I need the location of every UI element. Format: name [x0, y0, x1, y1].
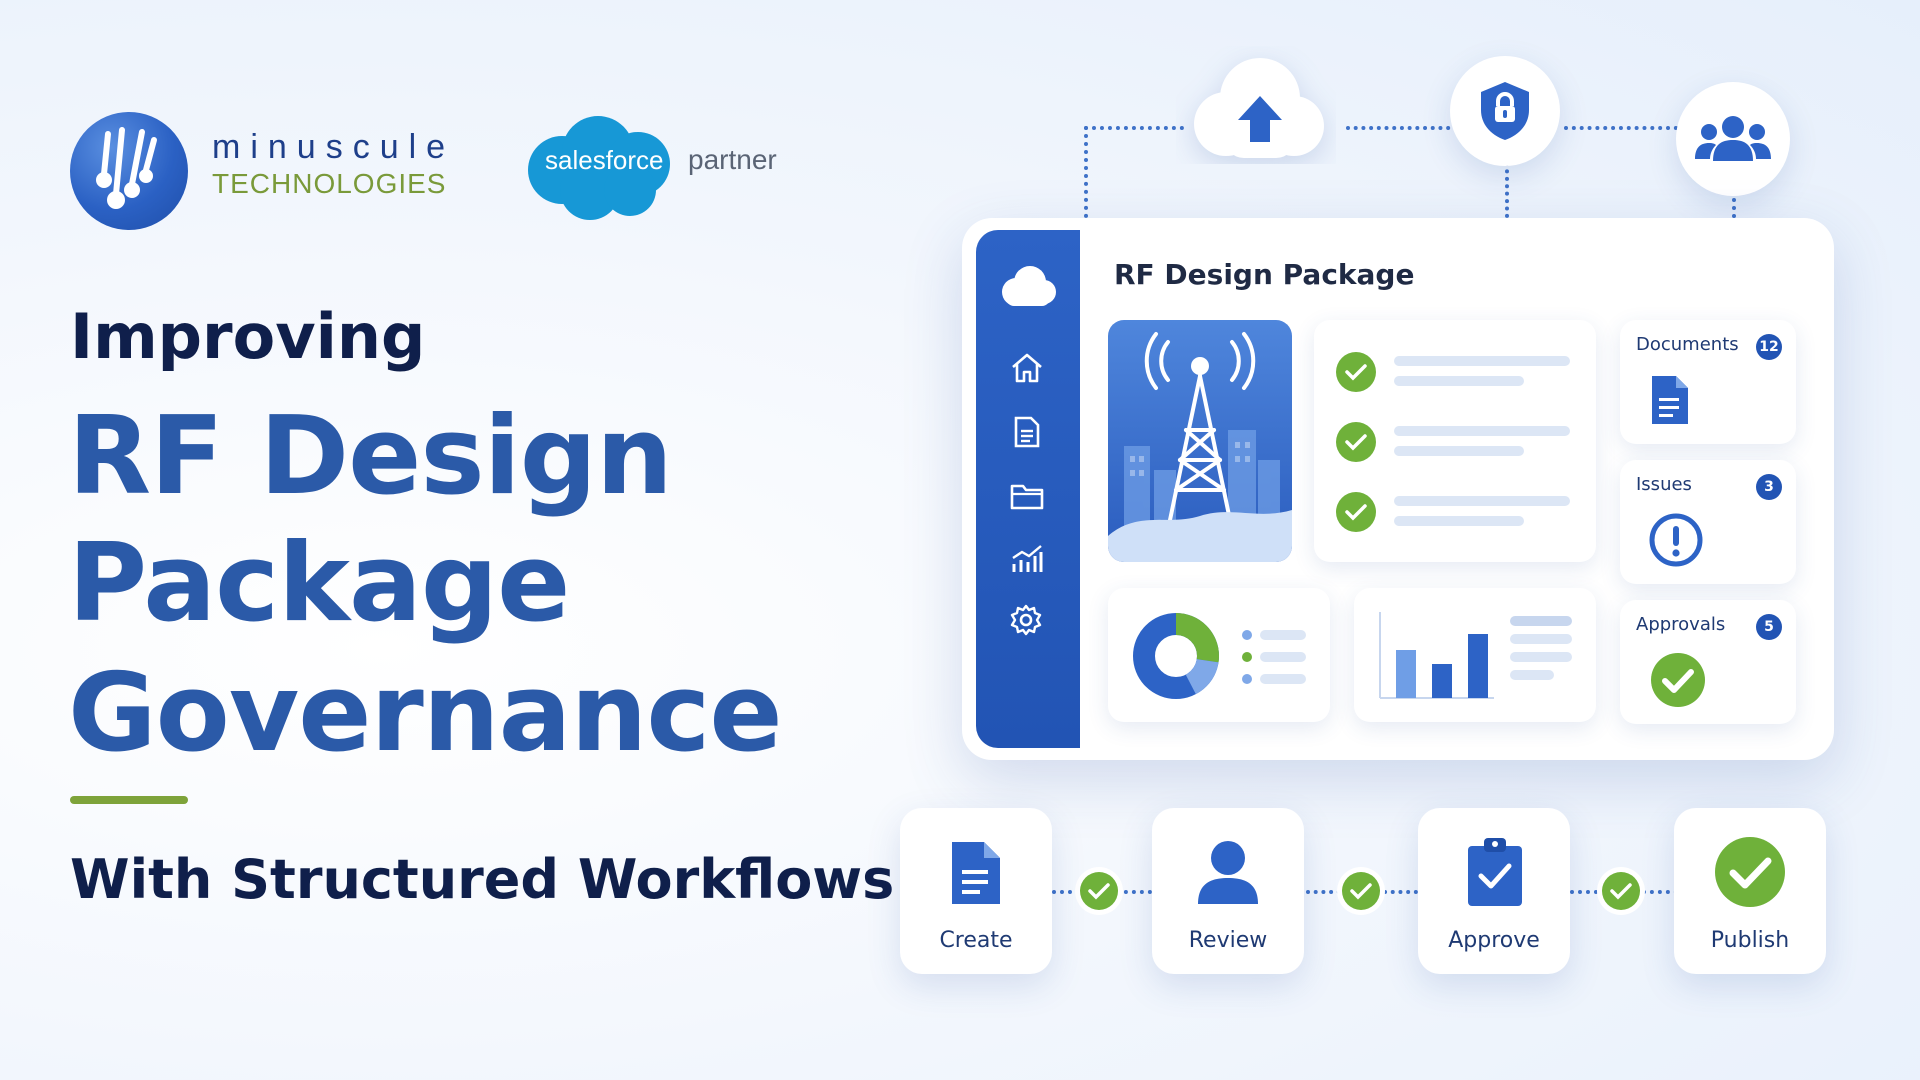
- list-line: [1394, 356, 1570, 366]
- brand-name-line2: TECHNOLOGIES: [212, 168, 447, 199]
- list-line: [1510, 670, 1554, 680]
- check-circle-icon: [1714, 836, 1786, 912]
- workflow-step-approve[interactable]: Approve: [1418, 808, 1570, 974]
- step-label: Approve: [1448, 928, 1540, 953]
- legend-dot: [1242, 630, 1252, 640]
- stat-label: Approvals: [1636, 614, 1726, 635]
- workflow-step-review[interactable]: Review: [1152, 808, 1304, 974]
- stat-card-issues[interactable]: Issues 3: [1620, 460, 1796, 584]
- hero-title-line1: RF Design: [68, 394, 673, 519]
- legend-dot: [1242, 652, 1252, 662]
- cell-tower-icon: [1108, 320, 1292, 562]
- check-circle-icon: [1336, 492, 1376, 532]
- workflow-step-publish[interactable]: Publish: [1674, 808, 1826, 974]
- list-line: [1394, 516, 1524, 526]
- connector-line: [1564, 126, 1678, 130]
- alert-icon: [1648, 512, 1704, 572]
- salesforce-wordmark: salesforce: [545, 145, 664, 175]
- connector-line: [1346, 126, 1458, 130]
- step-label: Review: [1188, 928, 1268, 953]
- home-icon[interactable]: [1010, 352, 1044, 388]
- workflow-step-create[interactable]: Create: [900, 808, 1052, 974]
- check-circle-icon: [1650, 652, 1706, 712]
- check-circle-icon: [1336, 352, 1376, 392]
- checklist-panel: [1314, 320, 1596, 562]
- legend-line: [1260, 630, 1306, 640]
- count-badge: 3: [1756, 474, 1782, 500]
- clipboard-check-icon: [1466, 836, 1524, 912]
- bar-chart-icon: [1376, 610, 1496, 706]
- security-lock-icon: [1450, 56, 1560, 166]
- donut-chart-panel: [1108, 588, 1330, 722]
- check-circle-icon: [1342, 872, 1380, 910]
- upload-cloud-icon: [1176, 46, 1336, 164]
- minuscule-logo: [70, 112, 188, 230]
- list-line: [1394, 496, 1570, 506]
- stat-label: Issues: [1636, 474, 1692, 495]
- salesforce-cloud-icon: [520, 108, 680, 226]
- connector-line: [1732, 190, 1736, 218]
- check-circle-icon: [1336, 422, 1376, 462]
- legend-line: [1260, 674, 1306, 684]
- hero-title-line2: Package: [68, 521, 570, 646]
- hero-subtitle: With Structured Workflows: [70, 848, 895, 911]
- analytics-icon[interactable]: [1010, 544, 1044, 578]
- list-line: [1394, 376, 1524, 386]
- list-line: [1394, 426, 1570, 436]
- list-line: [1510, 652, 1572, 662]
- users-group-icon: [1676, 82, 1790, 196]
- donut-chart-icon: [1132, 612, 1220, 704]
- list-line: [1510, 616, 1572, 626]
- step-label: Create: [939, 928, 1013, 953]
- stat-label: Documents: [1636, 334, 1739, 355]
- settings-icon[interactable]: [1010, 604, 1042, 640]
- user-icon: [1196, 840, 1260, 910]
- step-label: Publish: [1710, 928, 1790, 953]
- cloud-icon: [996, 264, 1058, 308]
- connector-line: [1084, 126, 1184, 130]
- count-badge: 12: [1756, 334, 1782, 360]
- check-circle-icon: [1080, 872, 1118, 910]
- partner-label: partner: [688, 144, 777, 175]
- legend-line: [1260, 652, 1306, 662]
- list-line: [1510, 634, 1572, 644]
- check-circle-icon: [1602, 872, 1640, 910]
- connector-line: [1084, 126, 1088, 218]
- stat-card-documents[interactable]: Documents 12: [1620, 320, 1796, 444]
- stat-card-approvals[interactable]: Approvals 5: [1620, 600, 1796, 724]
- hero-title-line3: Governance: [68, 651, 783, 776]
- list-line: [1394, 446, 1524, 456]
- dashboard-title: RF Design Package: [1114, 258, 1415, 291]
- count-badge: 5: [1756, 614, 1782, 640]
- bar-chart-panel: [1354, 588, 1596, 722]
- hero-kicker: Improving: [70, 300, 426, 373]
- legend-dot: [1242, 674, 1252, 684]
- file-icon: [1650, 374, 1690, 430]
- brand-name-line1: minuscule: [212, 128, 456, 166]
- title-divider: [70, 796, 188, 804]
- folder-icon[interactable]: [1010, 482, 1044, 514]
- file-icon: [950, 840, 1002, 910]
- connector-line: [1505, 162, 1509, 218]
- document-icon[interactable]: [1012, 416, 1042, 452]
